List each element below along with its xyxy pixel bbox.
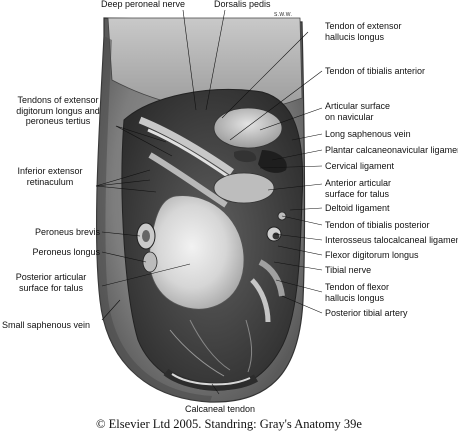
copyright-credit: © Elsevier Ltd 2005. Standring: Gray's A… (96, 417, 362, 431)
label-calcaneal-tendon: Calcaneal tendon (184, 404, 256, 414)
label-tendons-extensor-digitorum: Tendons of extensor digitorum longus and… (16, 95, 100, 126)
label-tendon-tibialis-posterior: Tendon of tibialis posterior (325, 220, 430, 230)
label-posterior-articular-surface-talus: Posterior articular surface for talus (15, 272, 87, 293)
label-deep-peroneal-nerve: Deep peroneal nerve (100, 0, 186, 9)
label-peroneus-longus: Peroneus longus (32, 247, 100, 257)
label-tibial-nerve: Tibial nerve (325, 265, 372, 275)
label-plantar-calcaneonavicular-ligament: Plantar calcaneonavicular ligament (325, 145, 458, 155)
label-inferior-extensor-retinaculum: Inferior extensor retinaculum (17, 166, 83, 187)
label-deltoid-ligament: Deltoid ligament (325, 203, 390, 213)
label-dorsalis-pedis: Dorsalis pedis (214, 0, 271, 9)
label-small-saphenous-vein: Small saphenous vein (2, 320, 91, 330)
label-cervical-ligament: Cervical ligament (325, 161, 395, 171)
label-peroneus-brevis: Peroneus brevis (34, 227, 100, 237)
label-tendon-extensor-hallucis-longus: Tendon of extensor hallucis longus (325, 21, 402, 42)
label-tendon-tibialis-anterior: Tendon of tibialis anterior (325, 66, 426, 76)
label-long-saphenous-vein: Long saphenous vein (325, 129, 411, 139)
leader-lines (95, 9, 323, 395)
label-flexor-digitorum-longus: Flexor digitorum longus (325, 250, 419, 260)
label-articular-surface-navicular: Articular surface on navicular (325, 101, 391, 122)
label-tendon-flexor-hallucis-longus: Tendon of flexor hallucis longus (325, 282, 390, 303)
label-interosseus-talocalcaneal-ligament: Interosseus talocalcaneal ligament (325, 235, 458, 245)
label-posterior-tibial-artery: Posterior tibial artery (325, 308, 408, 318)
signature: S.W.W. (274, 12, 293, 18)
label-anterior-articular-surface-talus: Anterior articular surface for talus (325, 178, 392, 199)
